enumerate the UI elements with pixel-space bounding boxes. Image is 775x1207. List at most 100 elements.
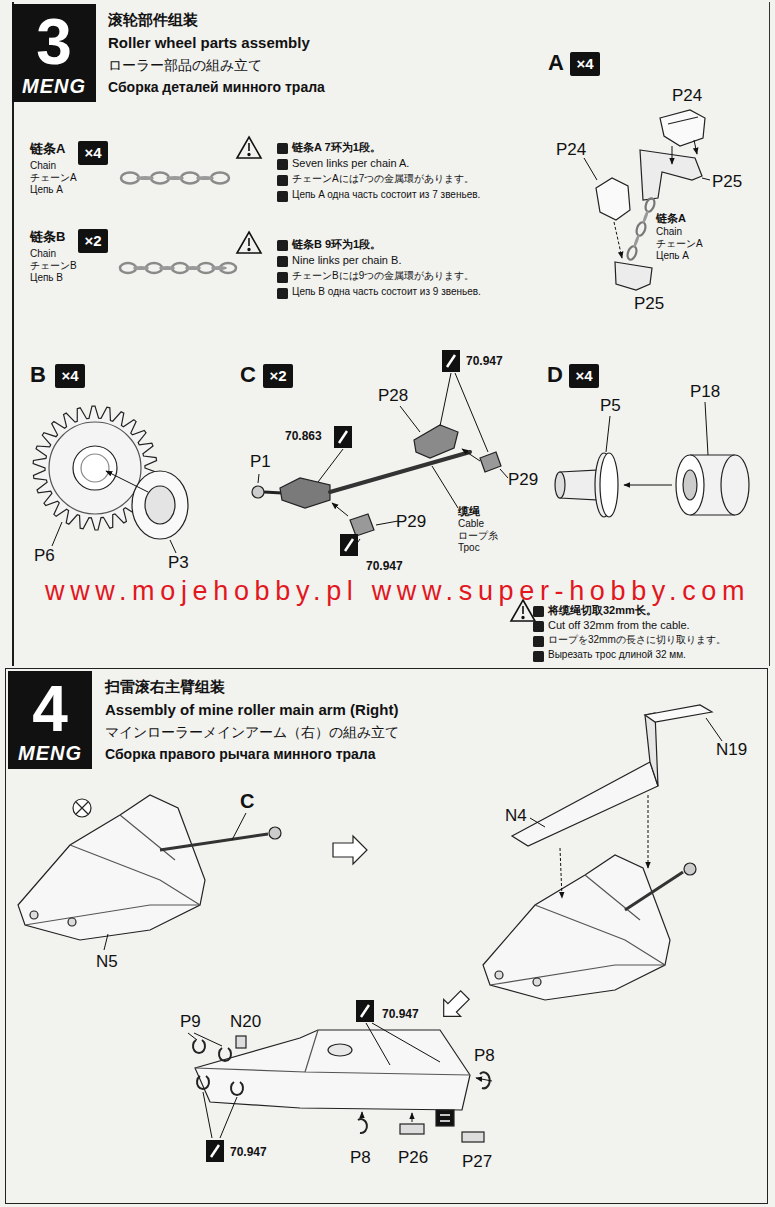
quantity-badge: ×4 <box>570 52 600 76</box>
cable-assembly-drawing <box>258 373 508 555</box>
cable-assembly-drawing <box>480 452 501 472</box>
cable-assembly-drawing <box>332 503 348 516</box>
arm-drawing <box>333 836 367 864</box>
text-holder: 3MENG <box>12 4 96 102</box>
chain-name: チェーンA <box>656 238 703 250</box>
cable-assembly-drawing <box>500 469 508 478</box>
section-letter: D <box>547 362 563 387</box>
arm-drawing <box>560 848 562 898</box>
quantity-badge: ×4 <box>78 141 108 165</box>
roller-wheel-drawing <box>52 522 62 546</box>
cable-assembly-drawing <box>414 425 458 458</box>
chain-name: Chain <box>656 226 682 238</box>
part-number: P8 <box>350 1148 371 1168</box>
chain-assembly-drawing <box>702 178 710 180</box>
quantity-badge: ×4 <box>55 364 85 388</box>
paint-icon <box>334 426 352 448</box>
text-holder: ×4 <box>569 364 599 388</box>
note-text: 将缆绳切取32mm长。 <box>548 604 657 617</box>
spool-drawing <box>705 402 708 455</box>
arm-drawing <box>18 795 205 940</box>
chain-drawing <box>185 266 201 270</box>
quantity-text: ×2 <box>84 232 101 250</box>
text-holder: 滚轮部件组装Roller wheel parts assemblyローラー部品の… <box>108 8 325 98</box>
arm-drawing <box>232 813 246 840</box>
language-icon <box>277 240 288 251</box>
arm-drawing <box>193 1040 490 1133</box>
arm-drawing <box>220 1097 237 1138</box>
part-number: N4 <box>505 806 527 826</box>
chain-name: チェーンB <box>30 260 77 272</box>
cable-assembly-drawing <box>330 452 470 492</box>
part-number: N19 <box>716 740 747 760</box>
chain-name: 链条A <box>30 142 65 157</box>
chain-assembly-drawing <box>694 140 697 154</box>
chain-drawing <box>120 173 236 274</box>
paint-icon <box>442 350 460 372</box>
arm-drawing <box>231 1082 243 1095</box>
spool-drawing <box>721 455 749 515</box>
language-icon <box>533 651 544 662</box>
arm-drawing <box>435 987 473 1025</box>
chain-assembly-drawing <box>640 150 702 200</box>
arm-drawing <box>104 718 722 1138</box>
language-icon <box>277 143 288 154</box>
roller-wheel-drawing <box>106 471 148 492</box>
part-name: Трос <box>458 542 480 554</box>
chain-name: Chain <box>30 160 56 172</box>
quantity-badge: ×2 <box>263 364 293 388</box>
part-number: P8 <box>474 1046 495 1066</box>
warning-icon <box>237 232 261 253</box>
arm-drawing <box>530 818 545 827</box>
arm-drawing <box>25 815 200 925</box>
arm-drawing <box>648 795 649 868</box>
arm-drawing <box>483 855 670 1000</box>
paint-code: 70.947 <box>366 560 403 574</box>
language-icon <box>277 288 288 299</box>
text-holder: ×4 <box>78 141 108 165</box>
cable-assembly-drawing <box>376 521 398 525</box>
note-text: チェーンBには9つの金属環があります。 <box>292 270 474 282</box>
arm-drawing <box>194 1033 222 1046</box>
chain-drawing <box>120 173 236 274</box>
arm-drawing <box>362 1112 363 1118</box>
arm-drawing <box>30 911 38 919</box>
arm-drawing <box>684 863 696 875</box>
chain-assembly-drawing <box>633 210 650 248</box>
section-letter: A <box>548 50 564 75</box>
cable-assembly-drawing <box>400 406 420 432</box>
arm-drawing <box>328 1044 352 1056</box>
note-text: Cut off 32mm from the cable. <box>548 619 690 632</box>
arm-drawing <box>625 872 683 910</box>
chain-assembly-drawing <box>584 110 710 290</box>
arm-drawing <box>197 1076 209 1089</box>
section-letter: B <box>30 362 46 387</box>
quantity-text: ×4 <box>575 367 592 385</box>
text-holder: ×2 <box>78 229 108 253</box>
roller-wheel-drawing <box>132 471 188 539</box>
part-number: P28 <box>378 386 408 406</box>
part-number: P6 <box>34 546 55 566</box>
roller-wheel-drawing <box>52 471 176 553</box>
note-text: 链条B 9环为1段。 <box>292 238 381 251</box>
warning-icon <box>248 154 250 156</box>
spool-drawing <box>690 454 735 455</box>
note-text: Цепь A одна часть состоит из 7 звеньев. <box>292 189 480 201</box>
step-heading: Assembly of mine roller main arm (Right) <box>105 698 399 721</box>
language-icon <box>533 621 544 632</box>
part-number: P9 <box>180 1012 201 1032</box>
paint-code: 70.947 <box>230 1146 267 1160</box>
arm-drawing <box>512 762 658 846</box>
arm-drawing <box>412 1113 413 1122</box>
paint-icon <box>340 534 358 556</box>
chain-name: 链条B <box>30 230 65 245</box>
quantity-text: ×2 <box>269 367 286 385</box>
paint-icon <box>339 431 347 443</box>
part-number: P27 <box>462 1152 492 1172</box>
language-icon <box>533 606 544 617</box>
spool-drawing <box>555 402 749 517</box>
paint-icon <box>345 539 353 551</box>
step-heading: Сборка деталей минного трала <box>108 76 325 98</box>
warning-icon <box>248 238 250 246</box>
